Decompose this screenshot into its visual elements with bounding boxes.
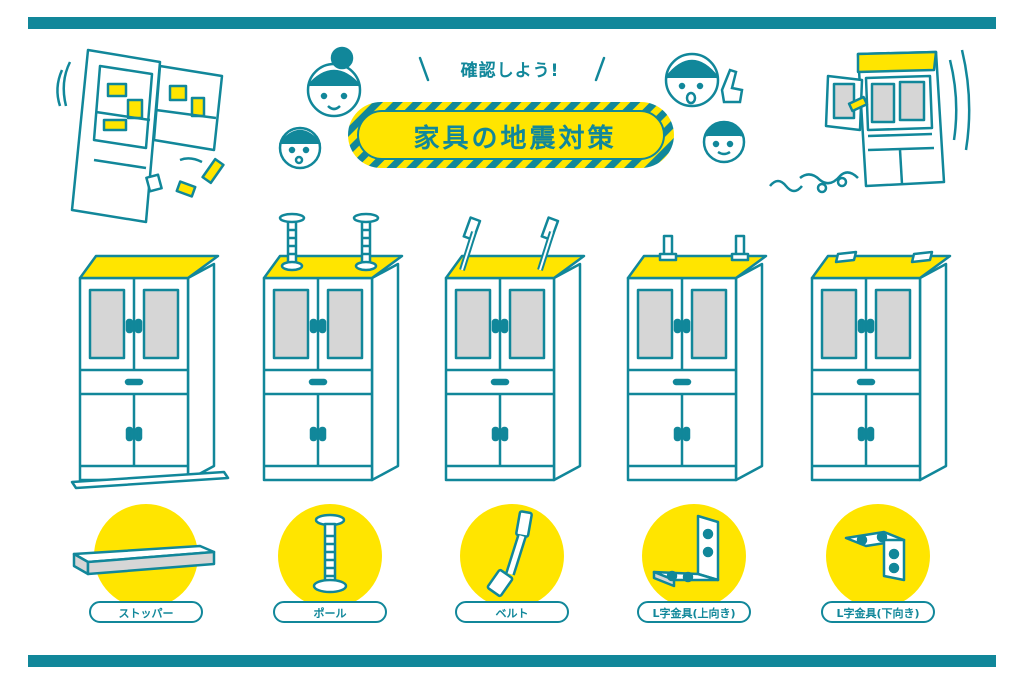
tool-label-pole: ポール (273, 601, 387, 623)
tool-belt (460, 504, 564, 608)
cabinet-l-down (810, 250, 952, 482)
subtitle-slashes (418, 56, 606, 82)
cabinet-belt (444, 216, 586, 482)
tool-stopper (72, 504, 216, 608)
top-border-bar (28, 17, 996, 29)
cabinet-row (70, 212, 952, 490)
falling-cabinet-illustration (769, 49, 971, 194)
tool-label-stopper: ストッパー (89, 601, 203, 623)
title-banner (348, 102, 674, 168)
family-faces (278, 46, 746, 170)
cabinet-l-up (626, 234, 768, 482)
tool-label-l-down: L字金具(下向き) (821, 601, 935, 623)
tool-pole (278, 504, 382, 608)
tool-l-down (826, 504, 930, 608)
page-title: 家具の地震対策 (413, 124, 617, 154)
tool-l-up (642, 504, 746, 608)
falling-fridge-illustration (56, 48, 225, 224)
tool-row (72, 504, 930, 608)
tool-label-l-up: L字金具(上向き) (637, 601, 751, 623)
subtitle-text: 確認しよう! (460, 61, 560, 81)
cabinet-stopper (70, 254, 230, 490)
bottom-border-bar (28, 655, 996, 667)
tool-label-belt: ベルト (455, 601, 569, 623)
cabinet-pole (262, 212, 404, 482)
